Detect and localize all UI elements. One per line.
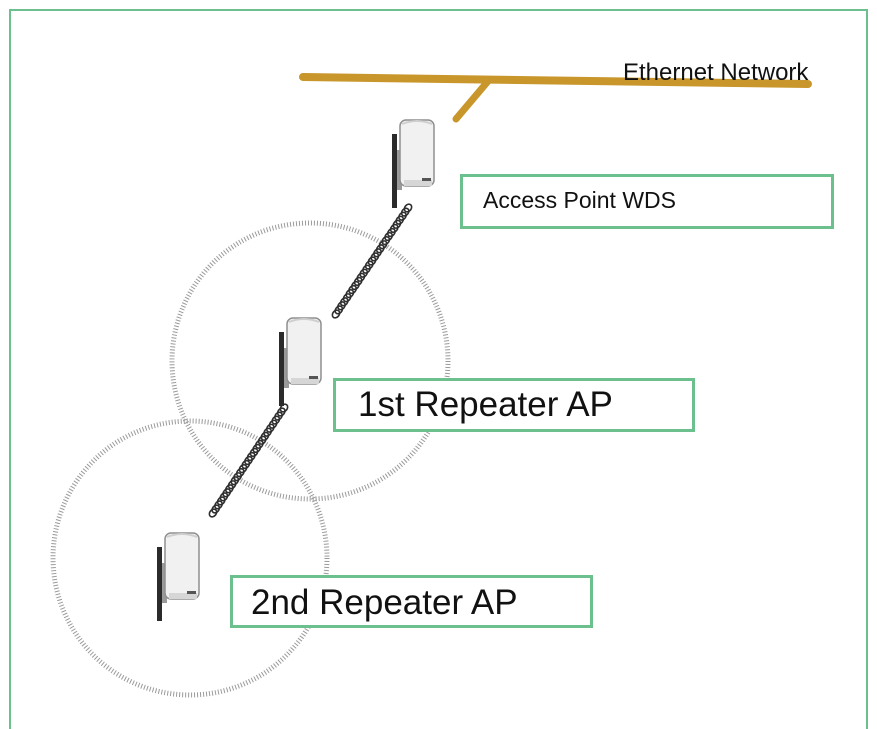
repeater-2-label: 2nd Repeater AP xyxy=(251,583,518,622)
wireless-link-1 xyxy=(331,203,413,319)
repeater-2-label-box xyxy=(230,575,593,628)
chain-link xyxy=(260,431,270,441)
chain-link xyxy=(233,472,243,482)
chain-link xyxy=(345,288,355,299)
chain-link xyxy=(389,223,399,234)
chain-link xyxy=(265,423,275,433)
chain-link xyxy=(211,504,221,514)
chain-link xyxy=(244,455,253,466)
chain-link xyxy=(238,463,248,474)
chain-link xyxy=(214,500,223,510)
chain-link xyxy=(359,268,369,278)
chain-link xyxy=(381,235,391,246)
access-point-device-icon xyxy=(391,119,435,209)
chain-link xyxy=(367,256,377,266)
chain-link xyxy=(257,435,267,445)
access-point-label: Access Point WDS xyxy=(483,187,676,213)
chain-link xyxy=(224,484,234,494)
chain-link xyxy=(271,415,281,425)
chain-link xyxy=(219,492,229,502)
chain-link xyxy=(378,240,388,250)
repeater-1-label: 1st Repeater AP xyxy=(358,385,613,424)
chain-link xyxy=(400,207,410,217)
chain-link xyxy=(222,488,232,498)
coverage-circle-2 xyxy=(50,418,330,698)
coverage-circle-1 xyxy=(169,220,451,502)
chain-link xyxy=(246,451,256,462)
chain-link xyxy=(263,427,273,437)
ethernet-network-label: Ethernet Network xyxy=(623,59,809,86)
chain-link xyxy=(403,203,413,213)
chain-link xyxy=(398,211,407,221)
chain-link xyxy=(249,447,259,458)
repeater-1-label-box xyxy=(333,378,695,432)
chain-link xyxy=(362,264,371,274)
chain-link xyxy=(373,248,382,258)
chain-link xyxy=(268,419,278,429)
chain-link xyxy=(356,272,366,282)
repeater-2-device-icon xyxy=(156,532,200,622)
chain-link xyxy=(353,276,363,287)
chain-link xyxy=(337,301,346,311)
chain-link xyxy=(339,297,349,307)
chain-link xyxy=(350,280,360,291)
chain-link xyxy=(386,227,396,238)
chain-link xyxy=(392,219,402,229)
chain-link xyxy=(348,284,358,295)
chain-link xyxy=(230,476,240,486)
chain-link xyxy=(276,407,286,417)
chain-link xyxy=(235,467,245,478)
chain-link xyxy=(375,244,385,254)
wireless-link-2 xyxy=(208,403,289,518)
chain-link xyxy=(216,496,226,506)
diagram-frame xyxy=(9,9,868,729)
chain-link xyxy=(274,411,283,421)
access-point-label-box xyxy=(460,174,834,229)
chain-link xyxy=(364,260,374,270)
chain-link xyxy=(342,293,352,303)
chain-link xyxy=(395,215,405,225)
chain-link xyxy=(370,252,380,262)
chain-link xyxy=(252,443,262,454)
chain-link xyxy=(384,231,394,242)
chain-link xyxy=(241,459,251,470)
chain-link xyxy=(254,439,264,449)
ethernet-cable xyxy=(299,73,812,123)
repeater-1-device-icon xyxy=(278,317,322,407)
chain-link xyxy=(331,309,341,319)
chain-link xyxy=(227,480,237,490)
chain-link xyxy=(334,305,344,315)
chain-link xyxy=(208,508,218,518)
